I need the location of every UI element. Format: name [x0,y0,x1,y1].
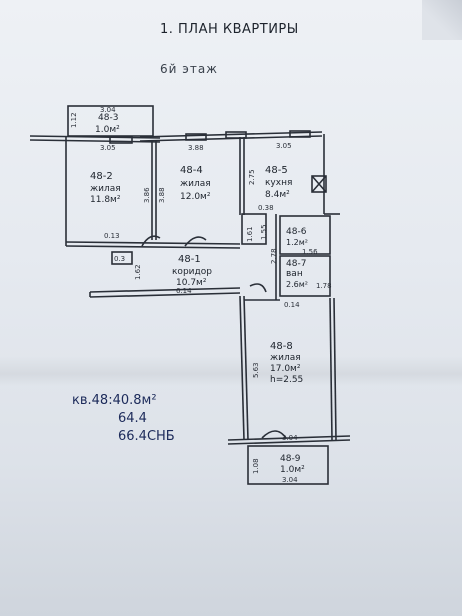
dim-3-88-vertical: 3.88 [158,187,166,203]
dim-3-04-mid: 3.04 [282,434,298,442]
paper-corner [422,0,462,40]
dim-5-63: 5.63 [252,362,260,378]
room-48-5-area: 8.4м² [265,190,290,200]
dim-1-12: 1.12 [70,112,78,128]
room-48-2-type: жилая [90,184,121,194]
dim-2-78: 2.78 [270,248,278,264]
room-48-9-id: 48-9 [280,454,301,464]
room-48-4-area: 12.0м² [180,192,211,202]
room-48-5-type: кухня [265,178,292,188]
dim-0-14: 0.14 [284,301,300,309]
plan-walls [29,105,351,485]
dim-3-04-top: 3.04 [100,106,116,114]
page-title: 1. ПЛАН КВАРТИРЫ [160,22,299,37]
totals-line-2: 64.4 [118,411,147,426]
paper-fold [0,356,462,386]
floor-label: 6й этаж [160,62,218,76]
dim-3-05-b: 3.05 [276,142,292,150]
totals-line-3: 66.4СНБ [118,429,175,444]
dim-0-3: 0.3 [114,255,125,263]
dim-3-05-a: 3.05 [100,144,116,152]
room-48-8-height: h=2.55 [270,375,303,385]
dim-1-78: 1.78 [316,282,332,290]
room-48-5-id: 48-5 [265,165,288,176]
room-48-7-type: ван [286,269,303,279]
dim-1-55: 1.55 [260,224,268,240]
dim-3-04-bottom: 3.04 [282,476,298,484]
room-48-8-area: 17.0м² [270,364,301,374]
dim-1-61: 1.61 [246,226,254,242]
totals-line-1: кв.48:40.8м² [72,393,157,408]
dim-1-56: 1.56 [302,248,318,256]
room-48-7-area: 2.6м² [286,280,308,289]
room-48-6-area: 1.2м² [286,238,308,247]
room-48-4-id: 48-4 [180,165,203,176]
room-48-1-type: коридор [172,267,212,277]
room-48-7-id: 48-7 [286,259,306,269]
room-48-2-area: 11.8м² [90,195,121,205]
dim-1-08: 1.08 [252,458,260,474]
room-48-4-type: жилая [180,179,211,189]
room-48-1-area: 10.7м² [176,278,207,288]
room-48-8-id: 48-8 [270,341,293,352]
room-48-9-area: 1.0м² [280,465,305,475]
dim-0-13: 0.13 [104,232,120,240]
dim-0-38: 0.38 [258,204,274,212]
room-48-1-id: 48-1 [178,254,201,265]
dim-6-14: 6.14 [176,287,192,295]
dim-2-75: 2.75 [248,169,256,185]
dim-1-62: 1.62 [134,264,142,280]
dim-3-86: 3.86 [143,187,151,203]
room-48-2-id: 48-2 [90,171,113,182]
room-48-6-id: 48-6 [286,227,307,237]
room-48-3-area: 1.0м² [95,125,120,135]
room-48-3-id: 48-3 [98,113,118,123]
room-48-8-type: жилая [270,353,301,363]
dim-3-88: 3.88 [188,144,204,152]
area-totals: кв.48:40.8м² 64.4 66.4СНБ [72,392,175,446]
